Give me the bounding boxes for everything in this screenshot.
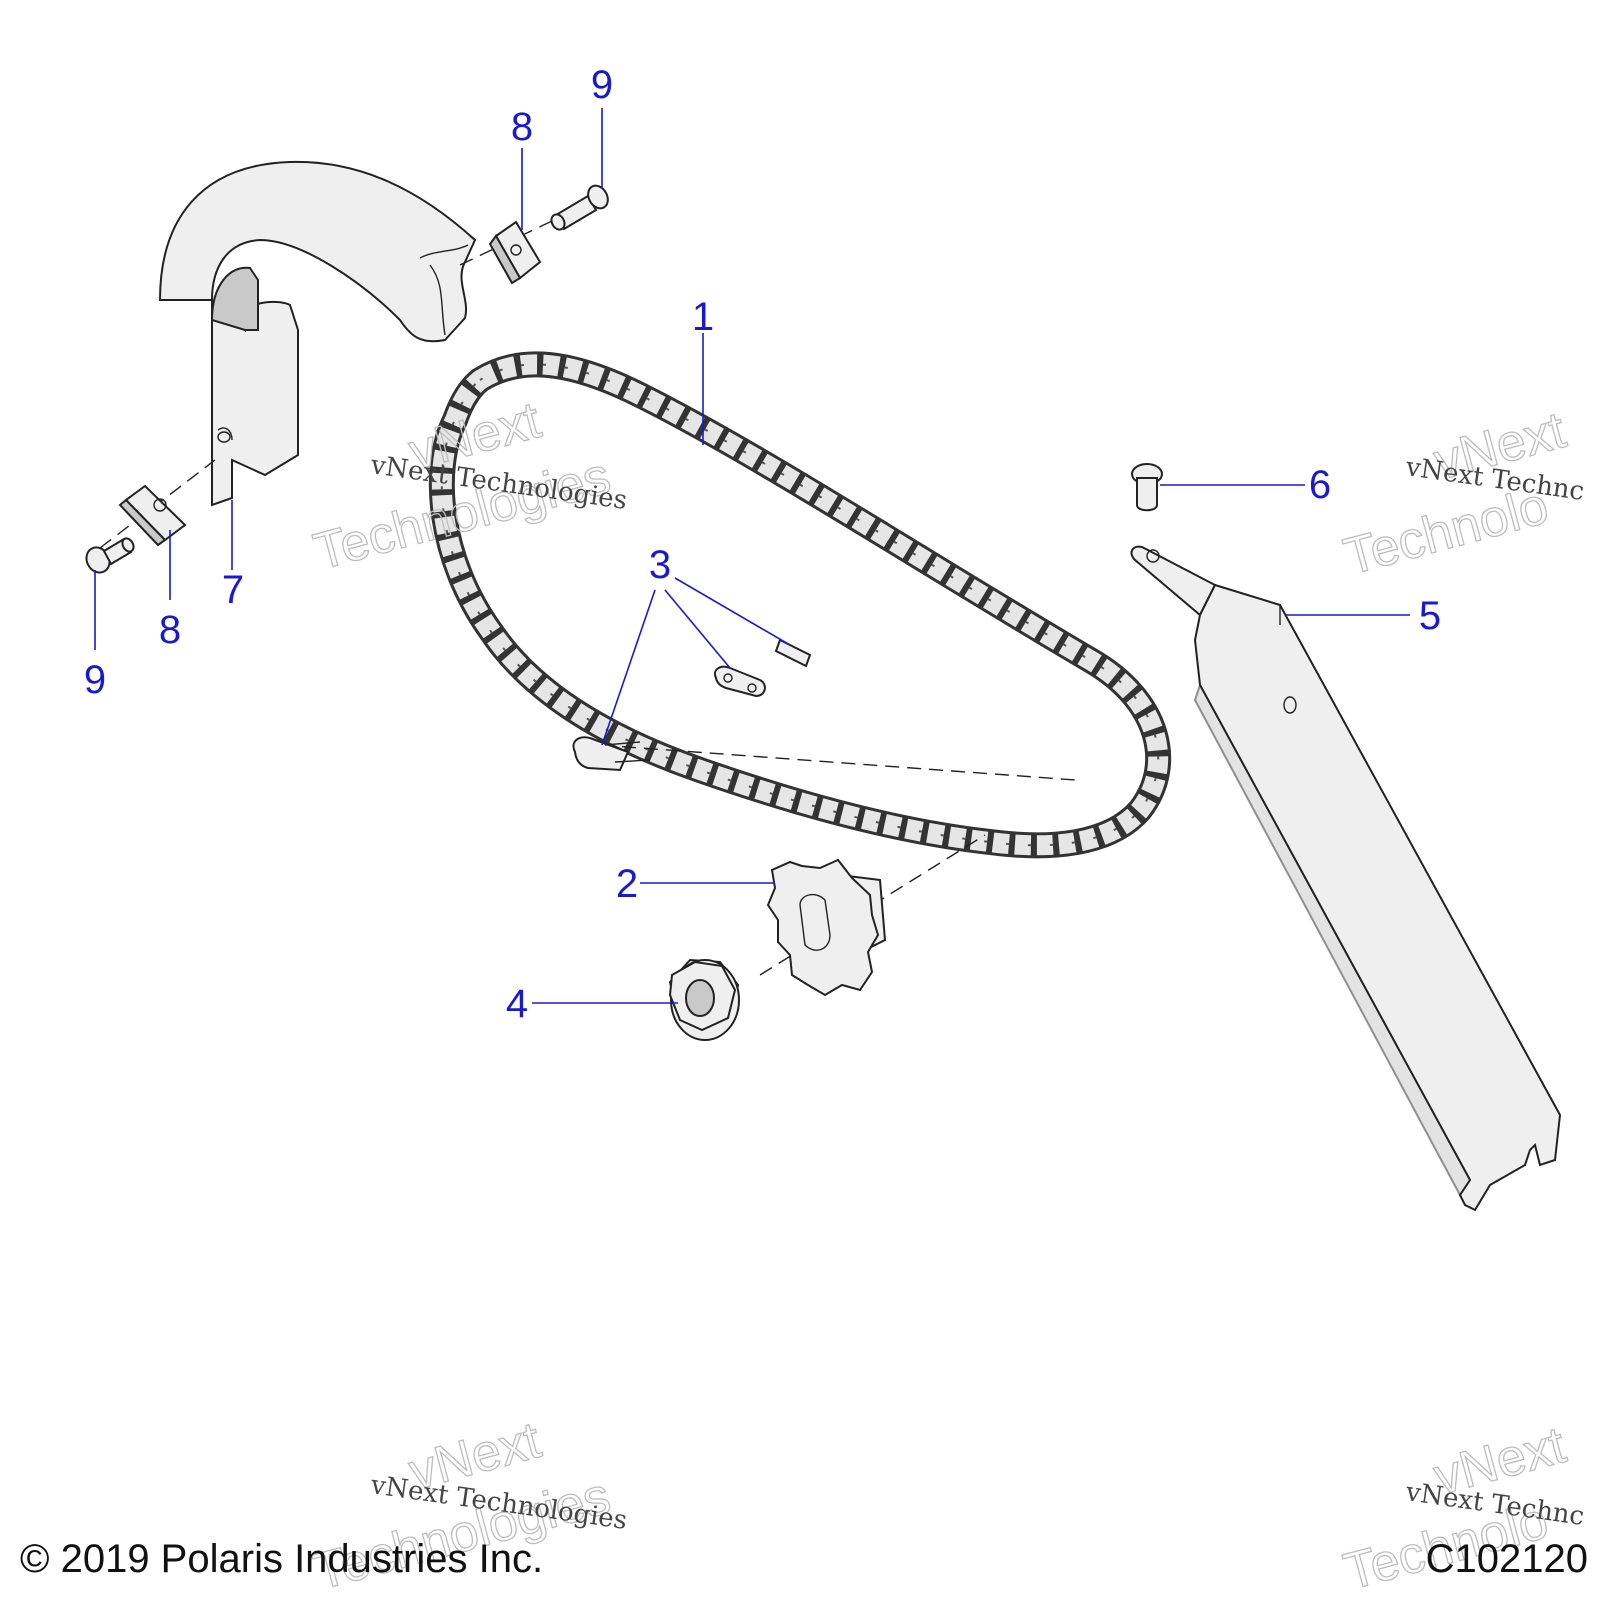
callout-6: 6 — [1309, 463, 1331, 507]
roller-chain-part-1 — [428, 351, 1172, 859]
guard-bracket-part-5 — [1130, 545, 1562, 1212]
watermark-upper: vNext Technologies vNext Technologies — [307, 390, 629, 582]
master-link-axis — [599, 744, 1076, 781]
callout-8-top: 8 — [511, 105, 533, 149]
bolt-part-6 — [1131, 463, 1163, 512]
master-link-part-3 — [572, 638, 812, 772]
clip-nut-part-8-top — [488, 220, 542, 285]
callout-8-bottom: 8 — [159, 608, 181, 652]
callout-2: 2 — [616, 862, 638, 906]
figure-code: C102120 — [1426, 1537, 1588, 1581]
clip-nut-part-8-bottom — [118, 484, 187, 547]
callout-9-bottom: 9 — [84, 658, 106, 702]
leader-lines — [94, 108, 1410, 1004]
callout-9-top: 9 — [591, 63, 613, 107]
callout-3: 3 — [649, 543, 671, 587]
watermark-right-upper: vNext Technolo vNext Technc — [1337, 400, 1586, 587]
screw-part-9-top — [550, 184, 609, 231]
screw-part-9-bottom — [85, 537, 135, 574]
sprocket-part-2 — [766, 858, 887, 997]
copyright-notice: © 2019 Polaris Industries Inc. — [20, 1537, 543, 1581]
flange-nut-part-4 — [668, 958, 740, 1041]
callout-1: 1 — [692, 295, 714, 339]
callout-5: 5 — [1419, 594, 1441, 638]
callout-7: 7 — [222, 568, 244, 612]
chain-guard-part-7 — [158, 160, 477, 507]
callout-4: 4 — [506, 982, 528, 1026]
